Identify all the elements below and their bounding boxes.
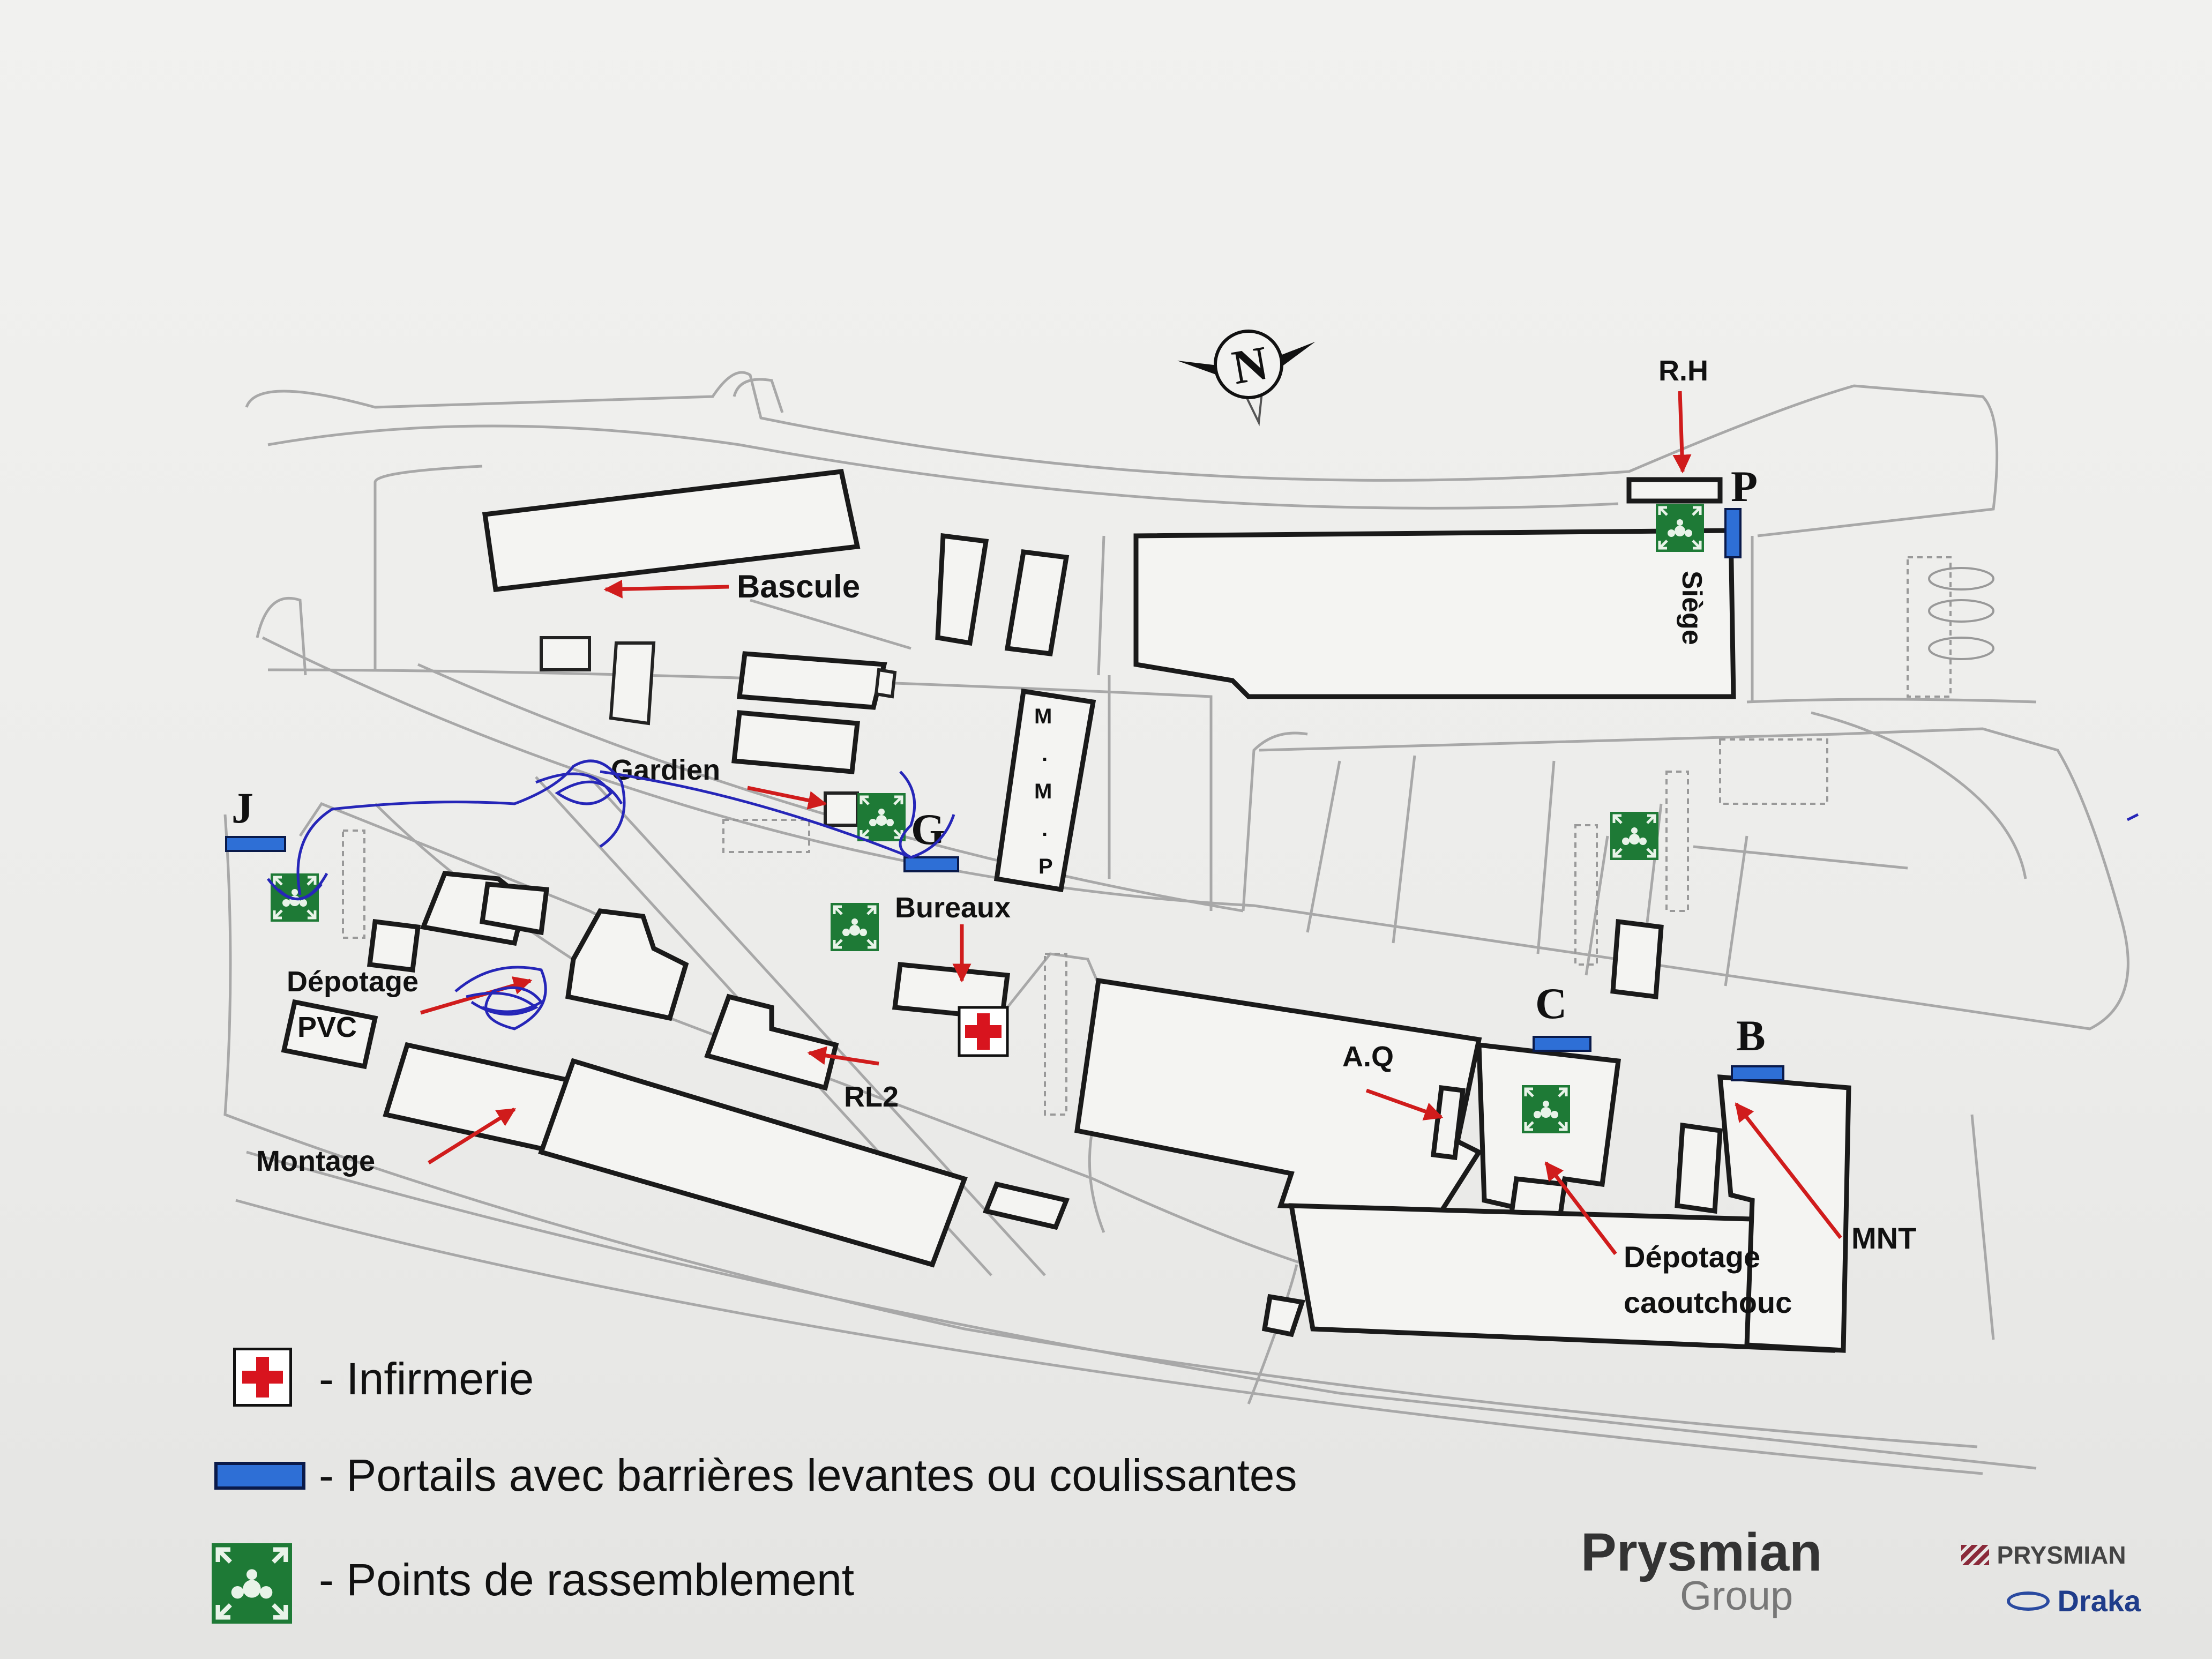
building-rl2 bbox=[704, 993, 839, 1091]
assembly-point-icon bbox=[857, 793, 906, 841]
label-arrows bbox=[420, 391, 1842, 1256]
legend-gate-text: - Portails avec barrières levantes ou co… bbox=[319, 1450, 1297, 1500]
group-logo-text: Group bbox=[1680, 1573, 1793, 1619]
arrow-rl2 bbox=[807, 1046, 879, 1066]
gate-j-icon bbox=[225, 836, 286, 852]
legend-assembly-text: - Points de rassemblement bbox=[319, 1555, 855, 1605]
building-small-1 bbox=[935, 533, 989, 646]
building-siege bbox=[1133, 528, 1736, 699]
label-bascule: Bascule bbox=[737, 569, 860, 604]
label-depotage-pvc-2: PVC bbox=[297, 1011, 357, 1043]
prysmian-small-text: PRYSMIAN bbox=[1997, 1541, 2126, 1569]
assembly-point-icon bbox=[1656, 504, 1704, 552]
gates: J G P C B bbox=[225, 462, 1784, 1081]
assembly-point-icon bbox=[831, 903, 879, 951]
arrow-depotage-caout bbox=[1544, 1161, 1617, 1256]
gate-g-icon bbox=[903, 856, 959, 872]
building-block-2 bbox=[731, 710, 860, 774]
building-aq-large bbox=[1074, 977, 1483, 1214]
label-gardien: Gardien bbox=[611, 754, 720, 786]
arrow-aq bbox=[1365, 1088, 1444, 1120]
building-small-4 bbox=[609, 641, 656, 726]
building-mnt bbox=[1717, 1074, 1851, 1353]
building-montage-2 bbox=[538, 1058, 968, 1268]
building-small-6 bbox=[1261, 1294, 1305, 1337]
gate-b-icon bbox=[1731, 1065, 1784, 1081]
building-aq-side bbox=[1430, 1085, 1466, 1161]
arrow-bascule bbox=[603, 579, 729, 599]
assembly-point-icon bbox=[1610, 812, 1658, 860]
arrow-montage bbox=[428, 1108, 516, 1164]
building-center-1 bbox=[565, 908, 689, 1021]
building-bascule bbox=[482, 469, 861, 592]
draka-mark-icon bbox=[2007, 1591, 2050, 1611]
building-small-2 bbox=[1004, 549, 1070, 657]
building-mnt-side bbox=[1675, 1122, 1723, 1214]
label-depotage-caout-2: caoutchouc bbox=[1624, 1286, 1792, 1319]
label-rh: R.H bbox=[1658, 355, 1708, 387]
gate-g-label: G bbox=[911, 805, 945, 854]
label-mmp-p: P bbox=[1038, 855, 1053, 878]
parking-areas bbox=[342, 556, 1994, 1116]
label-mmp-dot1: . bbox=[1042, 742, 1048, 766]
prysmian-small-logo: PRYSMIAN bbox=[1961, 1541, 2159, 1578]
label-mnt: MNT bbox=[1851, 1221, 1916, 1255]
building-block-3 bbox=[874, 668, 897, 699]
legend-infirmary-icon bbox=[233, 1348, 292, 1407]
building-labels: Bascule Gardien Bureaux M . M . P R.H Si… bbox=[256, 355, 1916, 1319]
building-small-3 bbox=[540, 636, 591, 671]
draka-text: Draka bbox=[2057, 1584, 2141, 1618]
label-montage: Montage bbox=[256, 1145, 375, 1177]
label-bureaux: Bureaux bbox=[895, 892, 1011, 924]
label-depotage-caout-1: Dépotage bbox=[1624, 1240, 1760, 1274]
arrow-mnt bbox=[1735, 1102, 1842, 1239]
draka-logo: Draka bbox=[2007, 1583, 2178, 1626]
infirmary-map-icon bbox=[958, 1006, 1009, 1057]
arrow-gardien bbox=[747, 786, 827, 810]
label-rl2: RL2 bbox=[844, 1081, 899, 1113]
compass-north-icon: N bbox=[1177, 330, 1316, 427]
building-small-5 bbox=[982, 1181, 1070, 1230]
legend-infirmary-text: - Infirmerie bbox=[319, 1354, 534, 1404]
arrow-depotage-pvc bbox=[420, 976, 533, 1015]
buildings bbox=[281, 469, 1851, 1353]
building-gardien bbox=[824, 791, 859, 827]
building-depotage-pvc bbox=[281, 999, 378, 1070]
gate-b-label: B bbox=[1736, 1011, 1766, 1060]
arrow-rh bbox=[1672, 391, 1692, 474]
building-east-small bbox=[1610, 918, 1664, 1000]
assembly-point-icon bbox=[1522, 1085, 1570, 1133]
label-depotage-pvc-1: Dépotage bbox=[287, 966, 419, 998]
label-aq: A.Q bbox=[1342, 1041, 1394, 1073]
gate-c-icon bbox=[1533, 1036, 1591, 1052]
building-rh bbox=[1626, 477, 1723, 504]
building-pvc-3 bbox=[367, 918, 421, 973]
legend-assembly-icon bbox=[212, 1543, 292, 1624]
gate-p-icon bbox=[1724, 508, 1742, 558]
prysmian-logo-text: Prysmian bbox=[1581, 1522, 1822, 1582]
building-pvc-2 bbox=[479, 881, 550, 936]
gate-c-label: C bbox=[1535, 979, 1567, 1028]
gate-p-label: P bbox=[1731, 462, 1758, 511]
label-mmp-dot2: . bbox=[1042, 817, 1048, 841]
building-block-1 bbox=[736, 651, 887, 710]
label-mmp-m1: M bbox=[1034, 705, 1052, 728]
prysmian-mark-icon bbox=[1961, 1545, 1989, 1565]
legend-gate-icon bbox=[214, 1462, 305, 1490]
gate-j-label: J bbox=[231, 783, 253, 832]
label-mmp-m2: M bbox=[1034, 780, 1052, 803]
building-mmp bbox=[993, 688, 1096, 893]
hand-drawn-ink bbox=[267, 759, 2139, 1030]
label-siege: Siège bbox=[1676, 571, 1707, 645]
